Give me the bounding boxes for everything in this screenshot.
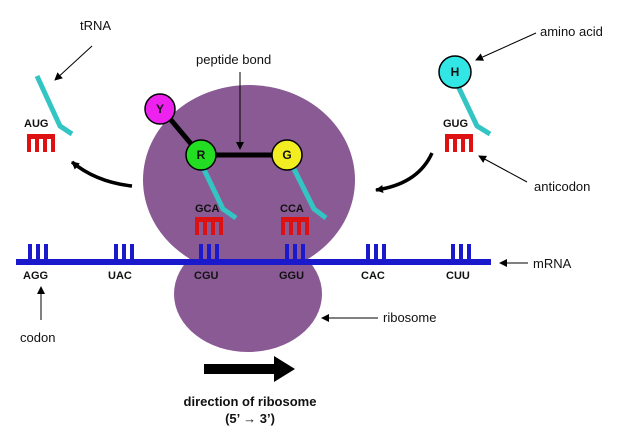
anticodon-comb: [195, 217, 223, 235]
anticodon-pointer-arrow: [478, 155, 528, 183]
amino-acid-r: [185, 139, 217, 171]
amino-acid-y: [144, 93, 176, 125]
amino-acid-y-label: Y: [156, 102, 164, 116]
trna-site-2: CCA: [280, 153, 328, 235]
codon-label: UAC: [108, 270, 132, 282]
exit-curve-arrow: [70, 160, 133, 188]
amino-acid-label: amino acid: [540, 24, 603, 39]
mrna-strand: [16, 244, 491, 265]
trna-incoming: H GUG: [438, 55, 492, 152]
codon-label: CAC: [361, 270, 385, 282]
peptide-chain: Y R G: [144, 93, 303, 171]
mrna-label: mRNA: [533, 256, 572, 271]
trna-site-1: GCA: [194, 153, 238, 235]
trna-arm: [34, 74, 74, 137]
amino-acid-h-label: H: [451, 65, 460, 79]
amino-acid-r-label: R: [197, 148, 206, 162]
amino-acid-h: [438, 55, 472, 89]
anticodon-label: GCA: [195, 203, 220, 215]
amino-acid-pointer-arrow: [475, 32, 537, 61]
codon-label: AGG: [23, 270, 48, 282]
trna-arm: [284, 153, 328, 220]
anticodon-label: GUG: [443, 118, 468, 130]
anticodon-comb: [27, 134, 55, 152]
codon-label: GGU: [279, 270, 304, 282]
peptide-bond-label: peptide bond: [196, 52, 271, 67]
trna-arm: [454, 82, 492, 137]
anticodon-label: AUG: [24, 118, 48, 130]
mrna-backbone: [16, 259, 491, 265]
codon-label: CUU: [446, 270, 470, 282]
direction-label-line2: (5’ → 3’): [225, 411, 275, 426]
anticodon-comb: [281, 217, 309, 235]
codon-label-text: codon: [20, 330, 55, 345]
anticodon-label: CCA: [280, 203, 304, 215]
trna-arm: [194, 153, 238, 221]
codon-ticks: [28, 244, 471, 260]
trna-pointer-arrow: [54, 45, 93, 81]
anticodon-comb: [445, 134, 473, 152]
trna-exiting: AUG: [24, 74, 74, 152]
ribosome-label: ribosome: [383, 310, 436, 325]
amino-acid-g: [271, 139, 303, 171]
trna-label: tRNA: [80, 18, 111, 33]
direction-label-line1: direction of ribosome: [184, 394, 317, 409]
direction-arrow: [204, 356, 295, 382]
enter-curve-arrow: [375, 152, 434, 193]
codon-label: CGU: [194, 270, 219, 282]
anticodon-label-text: anticodon: [534, 179, 590, 194]
amino-acid-g-label: G: [282, 148, 291, 162]
